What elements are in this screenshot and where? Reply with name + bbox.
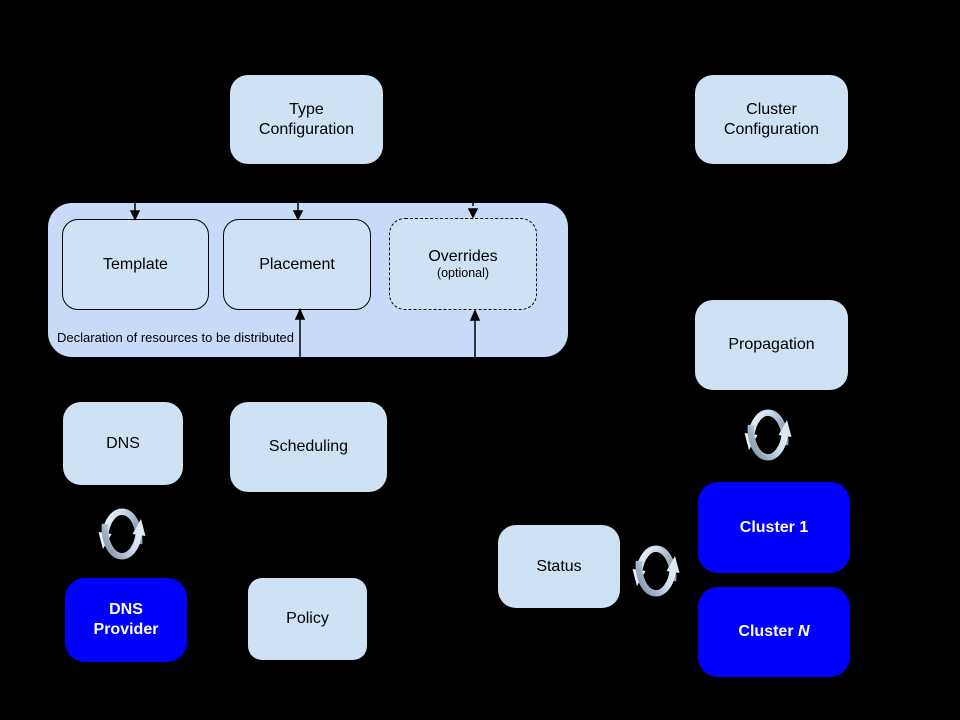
node-label: Overrides — [428, 248, 498, 266]
group-caption: Declaration of resources to be distribut… — [57, 330, 295, 345]
node-type-configuration: Type Configuration — [230, 75, 383, 164]
node-placement: Placement — [223, 219, 371, 310]
node-label: Cluster 1 — [739, 518, 809, 536]
node-cluster-1: Cluster 1 — [698, 482, 850, 573]
node-label: DNS — [106, 434, 140, 452]
node-label: Status — [536, 557, 582, 575]
sync-icon — [98, 508, 146, 560]
node-status: Status — [498, 525, 620, 608]
node-cluster-configuration: Cluster Configuration — [695, 75, 848, 164]
node-label: Scheduling — [268, 438, 349, 455]
node-template: Template — [62, 219, 209, 310]
node-label: DNS Provider — [93, 601, 159, 638]
node-label: Placement — [259, 255, 335, 273]
node-propagation: Propagation — [695, 300, 848, 390]
node-label: Template — [103, 255, 168, 273]
node-label: Propagation — [728, 336, 815, 353]
node-dns-provider: DNS Provider — [65, 578, 187, 662]
node-sublabel: (optional) — [436, 266, 490, 281]
sync-icon — [744, 409, 792, 461]
node-dns: DNS — [63, 402, 183, 485]
node-label: Policy — [286, 610, 329, 627]
node-scheduling: Scheduling — [230, 402, 387, 492]
sync-icon — [632, 545, 680, 597]
node-policy: Policy — [248, 578, 367, 660]
node-label: Type Configuration — [258, 100, 355, 138]
node-overrides: Overrides (optional) — [389, 218, 537, 310]
node-label: Cluster Configuration — [723, 100, 820, 138]
